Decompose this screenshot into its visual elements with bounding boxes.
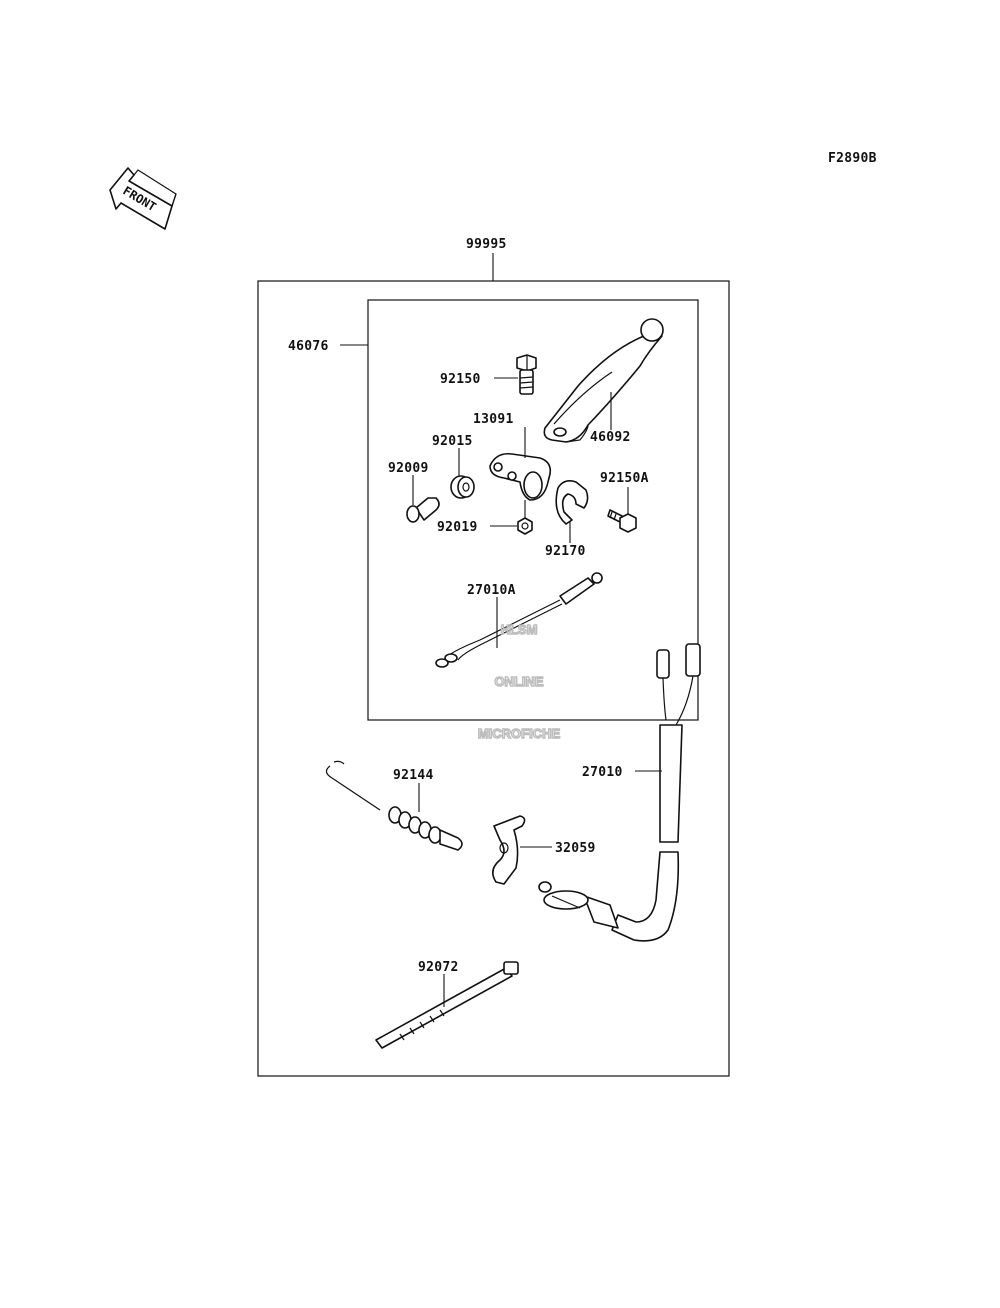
switch-27010 <box>538 643 701 942</box>
nut-92019 <box>517 517 533 535</box>
figure-code: F2890B <box>828 151 877 166</box>
watermark-line2: ONLINE <box>494 674 543 689</box>
watermark-line3: MICROFICHE <box>478 726 561 741</box>
label-99995: 99995 <box>466 237 507 252</box>
label-32059: 32059 <box>555 841 596 856</box>
front-arrow-icon: FRONT <box>109 167 177 230</box>
clamp-92170 <box>555 480 589 525</box>
label-46076: 46076 <box>288 339 329 354</box>
bolt-92150A <box>607 509 637 533</box>
adjuster-92015 <box>450 475 475 499</box>
bolt-92150 <box>516 354 537 395</box>
label-92019: 92019 <box>437 520 478 535</box>
label-92144: 92144 <box>393 768 434 783</box>
label-92170: 92170 <box>545 544 586 559</box>
label-13091: 13091 <box>473 412 514 427</box>
label-92015: 92015 <box>432 434 473 449</box>
label-92150: 92150 <box>440 372 481 387</box>
switch-27010A <box>435 572 603 668</box>
pin-92009 <box>406 497 440 523</box>
label-92009: 92009 <box>388 461 429 476</box>
label-27010: 27010 <box>582 765 623 780</box>
label-46092: 46092 <box>590 430 631 445</box>
band-92072 <box>375 961 519 1049</box>
label-92150A: 92150A <box>600 471 649 486</box>
watermark-line1: HLSM <box>501 622 538 637</box>
spring-92144 <box>325 760 463 851</box>
holder-13091 <box>489 452 552 501</box>
label-92072: 92072 <box>418 960 459 975</box>
lever-46092 <box>543 318 664 443</box>
bracket-32059 <box>492 815 526 885</box>
label-27010A: 27010A <box>467 583 516 598</box>
lever-assembly-box <box>367 299 699 721</box>
